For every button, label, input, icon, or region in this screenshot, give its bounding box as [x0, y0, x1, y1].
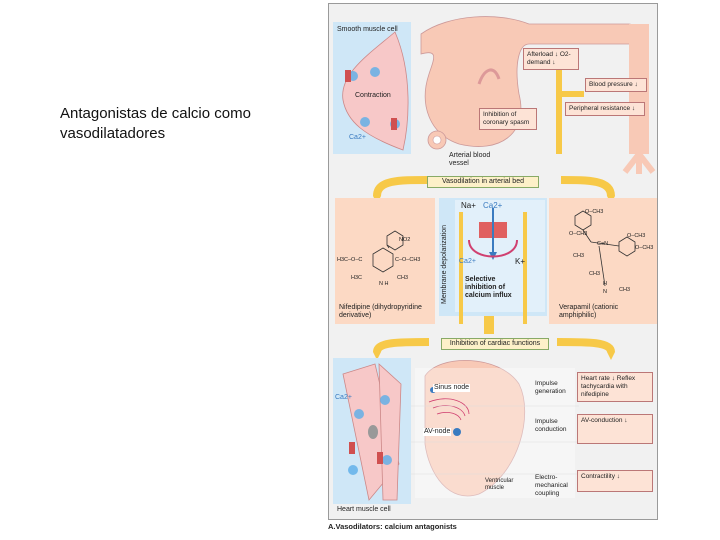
nifedipine-name: Nifedipine (dihydropyridine derivative) [339, 304, 422, 319]
av-node-label: AV-node [423, 428, 452, 436]
verapamil-group: C≡N [597, 241, 609, 247]
effect-process: Impulse generation [535, 380, 566, 395]
verapamil-group: O–CH3 [569, 231, 588, 237]
ventricular-label: Ventricular muscle [485, 478, 514, 491]
selective-inhibition-label: Selective inhibition of calcium influx [465, 276, 512, 299]
figure-caption: A.Vasodilators: calcium antagonists [328, 522, 457, 531]
banner-vasodilation: Vasodilation in arterial bed [427, 176, 539, 188]
k-label: K+ [515, 257, 526, 266]
membrane-depolarization-label: Membrane depolarization [441, 225, 448, 304]
blood-pressure-box: Blood pressure ↓ [585, 78, 647, 92]
nifedipine-nh: N H [379, 281, 389, 287]
verapamil-group: N [603, 289, 607, 295]
sinus-node-label: Sinus node [433, 384, 471, 392]
nifedipine-structure [372, 230, 404, 273]
nifedipine-ch3-left: H3C [351, 275, 363, 281]
ca-in-label: Ca2+ [459, 258, 476, 265]
heart-ca-label: Ca2+ [335, 394, 352, 401]
verapamil-group: CH3 [573, 253, 585, 259]
nifedipine-panel [335, 198, 435, 324]
nifedipine-ester-right: C–O–CH3 [395, 257, 421, 263]
afterload-box: Afterload ↓ O2-demand ↓ [523, 48, 579, 70]
na-label: Na+ [461, 201, 476, 210]
verapamil-group: CH3 [589, 271, 601, 277]
aorta-drawing [420, 16, 637, 147]
figure-plate: Smooth muscle cell Contraction Ca2+ Afte… [328, 3, 658, 520]
nifedipine-ch3-right: CH3 [397, 275, 409, 281]
heart-drawing [424, 360, 526, 497]
arterial-vessel-label: Arterial blood vessel [449, 152, 491, 167]
effect-result: Contractility ↓ [577, 470, 653, 492]
verapamil-panel [549, 198, 657, 324]
ca-top-label: Ca2+ [483, 201, 503, 210]
peripheral-resistance-box: Peripheral resistance ↓ [565, 102, 645, 116]
effect-result: Heart rate ↓ Reflex tachycardia with nif… [577, 372, 653, 402]
effect-result: AV-conduction ↓ [577, 414, 653, 444]
smooth-muscle-label: Smooth muscle cell [337, 26, 398, 33]
nifedipine-ester-left: H3C–O–C [337, 257, 363, 263]
verapamil-group: O–CH3 [635, 245, 654, 251]
verapamil-group: H [603, 281, 607, 287]
verapamil-group: CH3 [619, 287, 631, 293]
smooth-ca-label: Ca2+ [349, 134, 366, 141]
banner-cardiac: Inhibition of cardiac functions [441, 338, 549, 350]
effect-process: Electro-mechanical coupling [535, 474, 568, 497]
nifedipine-no2: NO2 [399, 237, 411, 243]
verapamil-structure [574, 210, 636, 287]
verapamil-name: Verapamil (cationic amphiphilic) [559, 304, 619, 319]
coronary-spasm-box: Inhibition of coronary spasm [479, 108, 537, 130]
verapamil-group: O–CH3 [627, 233, 646, 239]
heart-cell-label: Heart muscle cell [337, 506, 391, 513]
effect-process: Impulse conduction [535, 418, 567, 433]
slide-title: Antagonistas de calcio como vasodilatado… [60, 105, 251, 142]
verapamil-group: O–CH3 [585, 209, 604, 215]
contraction-label: Contraction [355, 92, 391, 99]
